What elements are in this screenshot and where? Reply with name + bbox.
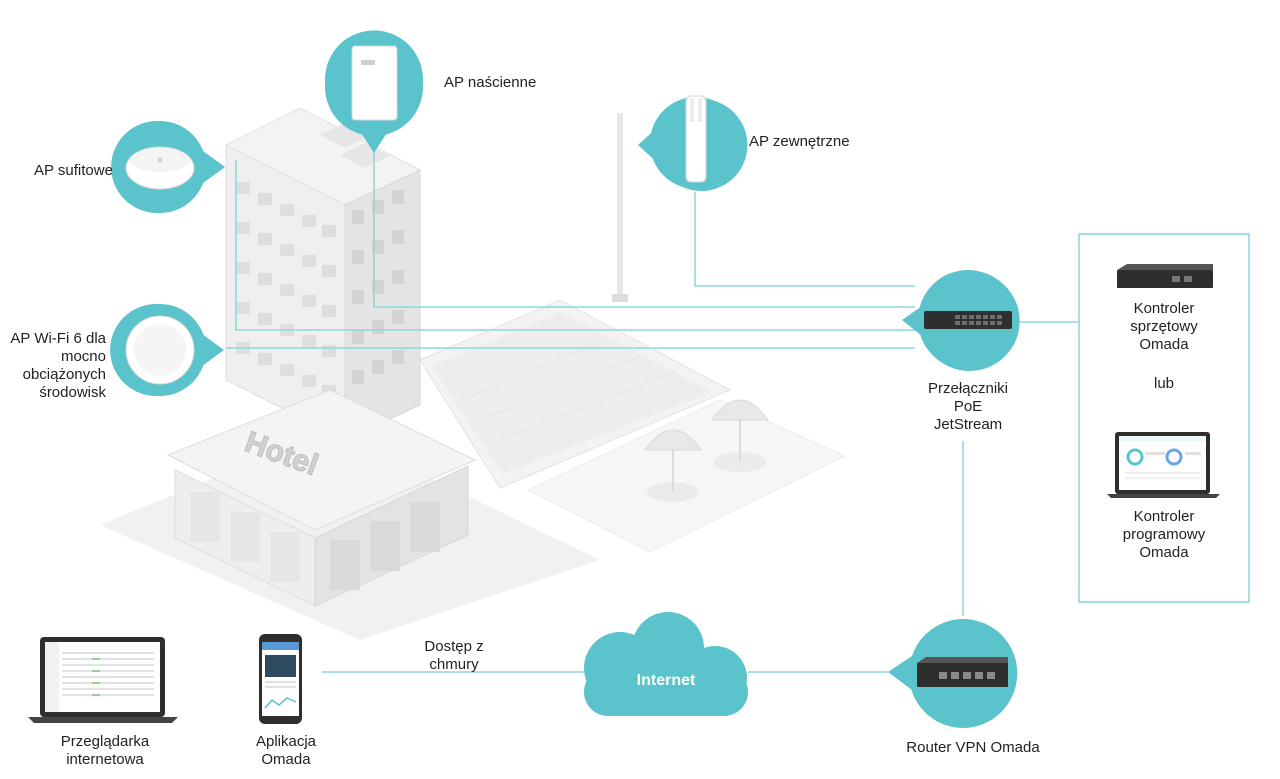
browser-label-line: Przeglądarka bbox=[60, 733, 150, 750]
hw-controller-label-line: Omada bbox=[1139, 336, 1189, 353]
hw-controller-label: Kontroler sprzętowy Omada bbox=[1104, 300, 1224, 354]
browser-laptop-icon bbox=[28, 637, 178, 723]
router-icon bbox=[888, 619, 1018, 728]
pool bbox=[419, 299, 732, 489]
connection-lines bbox=[226, 148, 1079, 673]
ap-wifi6-label-line: środowisk bbox=[39, 384, 106, 401]
or-label: lub bbox=[1153, 375, 1175, 392]
sw-controller-label-line: Omada bbox=[1139, 544, 1189, 561]
switch-label-line: Przełączniki bbox=[927, 380, 1009, 397]
hw-controller-label-line: sprzętowy bbox=[1130, 318, 1198, 335]
browser-label: Przeglądarka internetowa bbox=[45, 733, 165, 769]
hotel-building: Hotel bbox=[166, 107, 477, 607]
sw-controller-label-line: programowy bbox=[1122, 526, 1206, 543]
hardware-controller-icon bbox=[1117, 264, 1213, 288]
wall-ap-icon bbox=[325, 30, 424, 153]
cloud-access-label-line: chmury bbox=[429, 656, 479, 673]
outdoor-ap-icon bbox=[638, 95, 748, 191]
ap-wifi6-label: AP Wi-Fi 6 dla mocno obciążonych środowi… bbox=[0, 330, 106, 402]
parasols bbox=[644, 399, 769, 502]
browser-label-line: internetowa bbox=[66, 751, 144, 768]
switch-label-line: JetStream bbox=[933, 416, 1003, 433]
sw-controller-label: Kontroler programowy Omada bbox=[1104, 508, 1224, 562]
switch-label-line: PoE bbox=[953, 398, 983, 415]
cloud-icon: Internet bbox=[584, 612, 748, 716]
switch-label: Przełączniki PoE JetStream bbox=[908, 380, 1028, 434]
phone-icon bbox=[259, 634, 302, 724]
app-label: Aplikacja Omada bbox=[226, 733, 346, 769]
controller-box bbox=[1078, 233, 1250, 603]
plaza bbox=[526, 399, 847, 553]
wifi6-ap-icon bbox=[110, 304, 224, 397]
ap-ceiling-label: AP sufitowe bbox=[34, 162, 113, 179]
cloud-access-label: Dostęp z chmury bbox=[394, 638, 514, 674]
app-label-line: Aplikacja bbox=[255, 733, 317, 750]
hw-controller-label-line: Kontroler bbox=[1133, 300, 1195, 317]
ap-wifi6-label-line: AP Wi-Fi 6 dla bbox=[10, 330, 106, 347]
cloud-access-label-line: Dostęp z bbox=[424, 638, 484, 655]
sw-controller-label-line: Kontroler bbox=[1133, 508, 1195, 525]
laptop-icon bbox=[1107, 432, 1220, 498]
app-label-line: Omada bbox=[261, 751, 311, 768]
ap-wifi6-label-line: mocno bbox=[60, 348, 106, 365]
ap-wifi6-label-line: obciążonych bbox=[22, 366, 106, 383]
ap-outdoor-label: AP zewnętrzne bbox=[749, 133, 850, 150]
pole bbox=[612, 113, 628, 302]
ap-wall-label: AP naścienne bbox=[444, 74, 537, 91]
switch-icon bbox=[902, 270, 1020, 371]
ceiling-ap-icon bbox=[111, 121, 225, 214]
router-label: Router VPN Omada bbox=[906, 739, 1040, 756]
internet-label: Internet bbox=[637, 672, 696, 689]
